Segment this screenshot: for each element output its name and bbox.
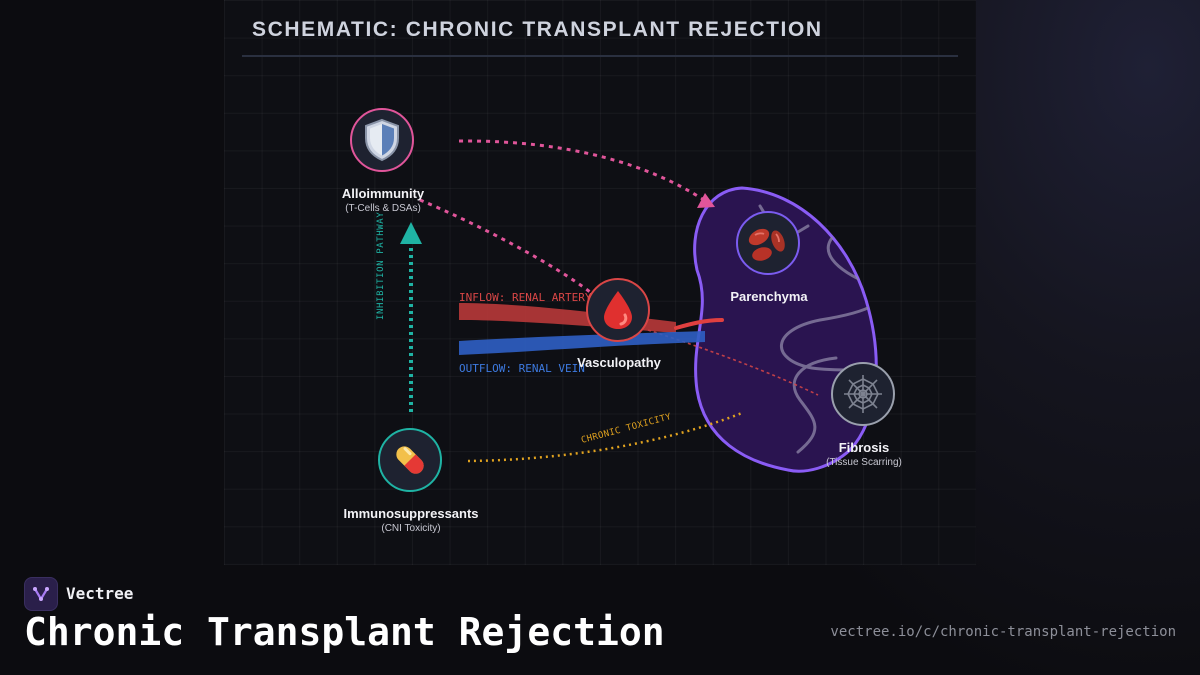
shield-icon	[365, 118, 399, 162]
footer-title: Chronic Transplant Rejection	[24, 610, 665, 654]
title-divider	[242, 55, 958, 57]
pill-icon	[396, 446, 424, 474]
outflow-label: OUTFLOW: RENAL VEIN	[459, 362, 585, 375]
brand-name: Vectree	[66, 584, 134, 603]
brand-logo[interactable]	[24, 577, 58, 611]
vectree-logo-icon	[33, 587, 49, 601]
alloimmunity-to-vasculopathy-link	[419, 198, 591, 294]
immunosuppressants-node[interactable]	[378, 428, 442, 492]
vasculopathy-label: Vasculopathy	[577, 355, 661, 370]
diagram-title: SCHEMATIC: CHRONIC TRANSPLANT REJECTION	[252, 18, 823, 41]
inhibition-pathway-label: INHIBITION PATHWAY	[376, 212, 386, 320]
kidney-beans-icon	[748, 228, 785, 261]
immunosuppressants-sublabel: (CNI Toxicity)	[381, 523, 441, 534]
parenchyma-label: Parenchyma	[730, 289, 808, 304]
vasculopathy-to-fibrosis-link	[647, 329, 819, 396]
footer-url[interactable]: vectree.io/c/chronic-transplant-rejectio…	[830, 624, 1176, 640]
alloimmunity-node[interactable]	[350, 108, 414, 172]
chronic-toxicity-label: CHRONIC TOXICITY	[580, 412, 673, 446]
inflow-label: INFLOW: RENAL ARTERY	[459, 291, 592, 304]
alloimmunity-label: Alloimmunity	[341, 186, 425, 201]
renal-vein-band	[459, 331, 705, 355]
alloimmunity-sublabel: (T-Cells & DSAs)	[345, 203, 421, 214]
blood-drop-icon	[604, 291, 632, 329]
spider-web-icon	[844, 375, 882, 413]
immune-arrowhead	[697, 193, 715, 208]
renal-artery-entry	[674, 318, 724, 330]
fibrosis-label: Fibrosis	[838, 440, 890, 455]
parenchyma-node[interactable]	[736, 211, 800, 275]
fibrosis-node[interactable]	[831, 362, 895, 426]
inhibition-arrowhead	[400, 222, 422, 244]
immunosuppressants-label: Immunosuppressants	[343, 506, 479, 521]
vasculopathy-node[interactable]	[586, 278, 650, 342]
fibrosis-sublabel: (Tissue Scarring)	[826, 457, 902, 468]
alloimmunity-to-kidney-arrow	[458, 139, 705, 202]
